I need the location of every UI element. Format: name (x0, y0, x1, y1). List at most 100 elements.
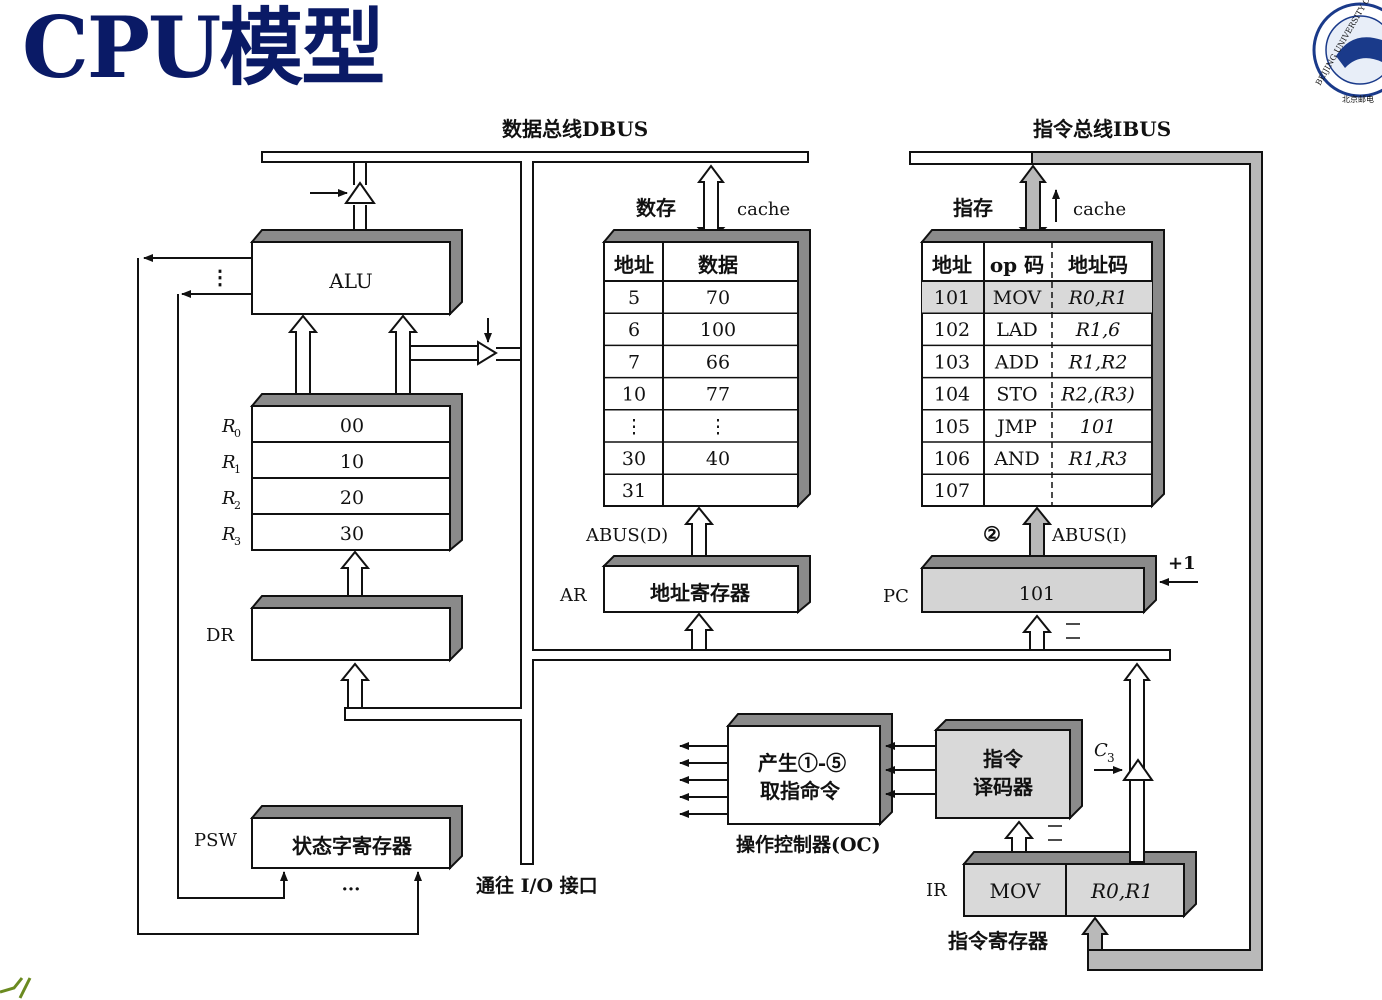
ir-operand: R0,R1 (1090, 879, 1153, 903)
logo-sub-text: 北京邮电 (1342, 94, 1374, 104)
instruction-memory: 指存 cache 地址 op 码地址码 101 MOV R0,R1 102 LAD R1,6 1… (919, 164, 1165, 509)
data-mem-header: 数据 (698, 253, 738, 277)
pc-label: PC (883, 586, 909, 607)
instr-mem-header: 地址码 (1068, 253, 1128, 277)
io-label: 通往 I/O 接口 (476, 874, 598, 897)
dr-block: DR (206, 550, 463, 709)
register-value: 10 (340, 451, 364, 473)
page-title: CPU模型 (22, 0, 385, 97)
instr-mem-cell: 102 (934, 319, 970, 341)
register-value: 20 (340, 487, 364, 509)
alu-output-buffer (310, 162, 376, 230)
instr-mem-cell: R0,R1 (1068, 287, 1128, 309)
oc-caption: 操作控制器(OC) (736, 833, 881, 856)
abus-i-label: ABUS(I) (1051, 525, 1127, 546)
instr-mem-cell: R2,(R3) (1060, 384, 1135, 406)
ir-label: IR (926, 880, 947, 901)
data-mem-cell: 30 (622, 448, 646, 470)
instr-mem-cell: ADD (994, 351, 1039, 373)
register-name: R (221, 488, 236, 509)
alu-feedback-lines (137, 254, 422, 935)
university-logo: BEIJING UNIVERSITY OF POSTS 北京邮电 (1312, 0, 1382, 104)
instr-mem-label: 指存 (953, 196, 993, 220)
instr-mem-cell: R1,6 (1075, 319, 1121, 341)
data-mem-cell: 40 (706, 448, 730, 470)
ir-caption: 指令寄存器 (948, 929, 1049, 953)
instr-cache-label: cache (1073, 199, 1126, 220)
instruction-decoder: 指令 译码器 (933, 719, 1083, 863)
instr-mem-header: 地址 (932, 253, 972, 277)
register-output-buffer (410, 318, 521, 366)
register-subscript: 3 (234, 535, 241, 548)
ar-box-label: 地址寄存器 (650, 581, 751, 605)
decoder-line1: 指令 (983, 747, 1024, 771)
data-mem-cell: 77 (706, 384, 730, 406)
instr-mem-cell: 105 (934, 416, 970, 438)
operation-controller: 产生①-⑤ 取指命令 操作控制器(OC) (679, 713, 936, 856)
corner-decoration (0, 977, 32, 999)
instr-mem-cell: 103 (934, 351, 970, 373)
ar-to-mem-arrow (683, 506, 715, 557)
data-bus (261, 151, 1171, 865)
oc-line2: 取指命令 (760, 779, 841, 803)
c3-label: C (1094, 740, 1108, 761)
psw-dots: ··· (342, 879, 361, 900)
psw-block: PSW 状态字寄存器 ··· (194, 805, 463, 900)
instr-mem-cell: LAD (996, 319, 1038, 341)
instruction-register: IR MOV R0,R1 指令寄存器 C 3 (926, 662, 1197, 953)
data-mem-cell: 10 (622, 384, 646, 406)
data-mem-cell: 31 (622, 480, 646, 502)
psw-label: PSW (194, 830, 237, 851)
data-mem-cell: 7 (628, 351, 640, 373)
ir-opcode: MOV (990, 879, 1042, 903)
instr-mem-cell: 107 (934, 480, 970, 502)
instr-mem-cell: 104 (934, 384, 970, 406)
pc-to-mem-arrow (1021, 506, 1053, 557)
register-name: R (221, 524, 236, 545)
instr-mem-cell: AND (993, 448, 1040, 470)
alu-dots: ⋮ (210, 265, 230, 289)
instr-mem-header: op 码 (990, 253, 1044, 277)
register-subscript: 1 (234, 463, 241, 476)
dr-label: DR (206, 625, 234, 646)
ar-label: AR (559, 585, 587, 606)
data-mem-cell: 100 (700, 319, 736, 341)
instr-mem-cell: 101 (1080, 416, 1116, 438)
bus-to-ar-arrow (683, 612, 715, 651)
register-name: R (221, 452, 236, 473)
circled-2: ② (983, 522, 1001, 546)
instr-mem-cell: 106 (934, 448, 970, 470)
instr-mem-cell: STO (996, 384, 1037, 406)
oc-line1: 产生①-⑤ (758, 751, 846, 775)
register-value: 30 (340, 523, 364, 545)
data-mem-cell: 6 (628, 319, 640, 341)
data-mem-cell: ⋮ (625, 416, 644, 438)
instr-mem-cell: R1,R2 (1068, 351, 1128, 373)
dr-to-reg-arrow (339, 550, 371, 597)
c3-subscript: 3 (1107, 751, 1115, 765)
data-mem-cell: 70 (706, 287, 730, 309)
address-register: ABUS(D) AR 地址寄存器 (559, 506, 811, 651)
data-mem-cell: 5 (628, 287, 640, 309)
data-mem-label: 数存 (636, 196, 676, 220)
decoder-line2: 译码器 (973, 775, 1034, 799)
ibus-label: 指令总线IBUS (1033, 117, 1171, 141)
register-subscript: 0 (234, 427, 241, 440)
instr-mem-cell: MOV (993, 287, 1042, 309)
ibus-to-ir-arrow (1081, 916, 1109, 951)
data-mem-cell: 66 (706, 351, 730, 373)
data-cache-label: cache (737, 199, 790, 220)
alu-label: ALU (328, 269, 373, 293)
bus-to-dr-arrow (339, 662, 371, 709)
c3-gate (1122, 758, 1154, 781)
register-subscript: 2 (234, 499, 241, 512)
data-mem-cell: ⋮ (709, 416, 728, 438)
data-mem-bus-arrow (696, 164, 726, 242)
program-counter: ② ABUS(I) PC 101 +1 (883, 506, 1198, 651)
instr-mem-cell: JMP (995, 416, 1037, 438)
instr-mem-bus-arrow (1018, 164, 1048, 242)
